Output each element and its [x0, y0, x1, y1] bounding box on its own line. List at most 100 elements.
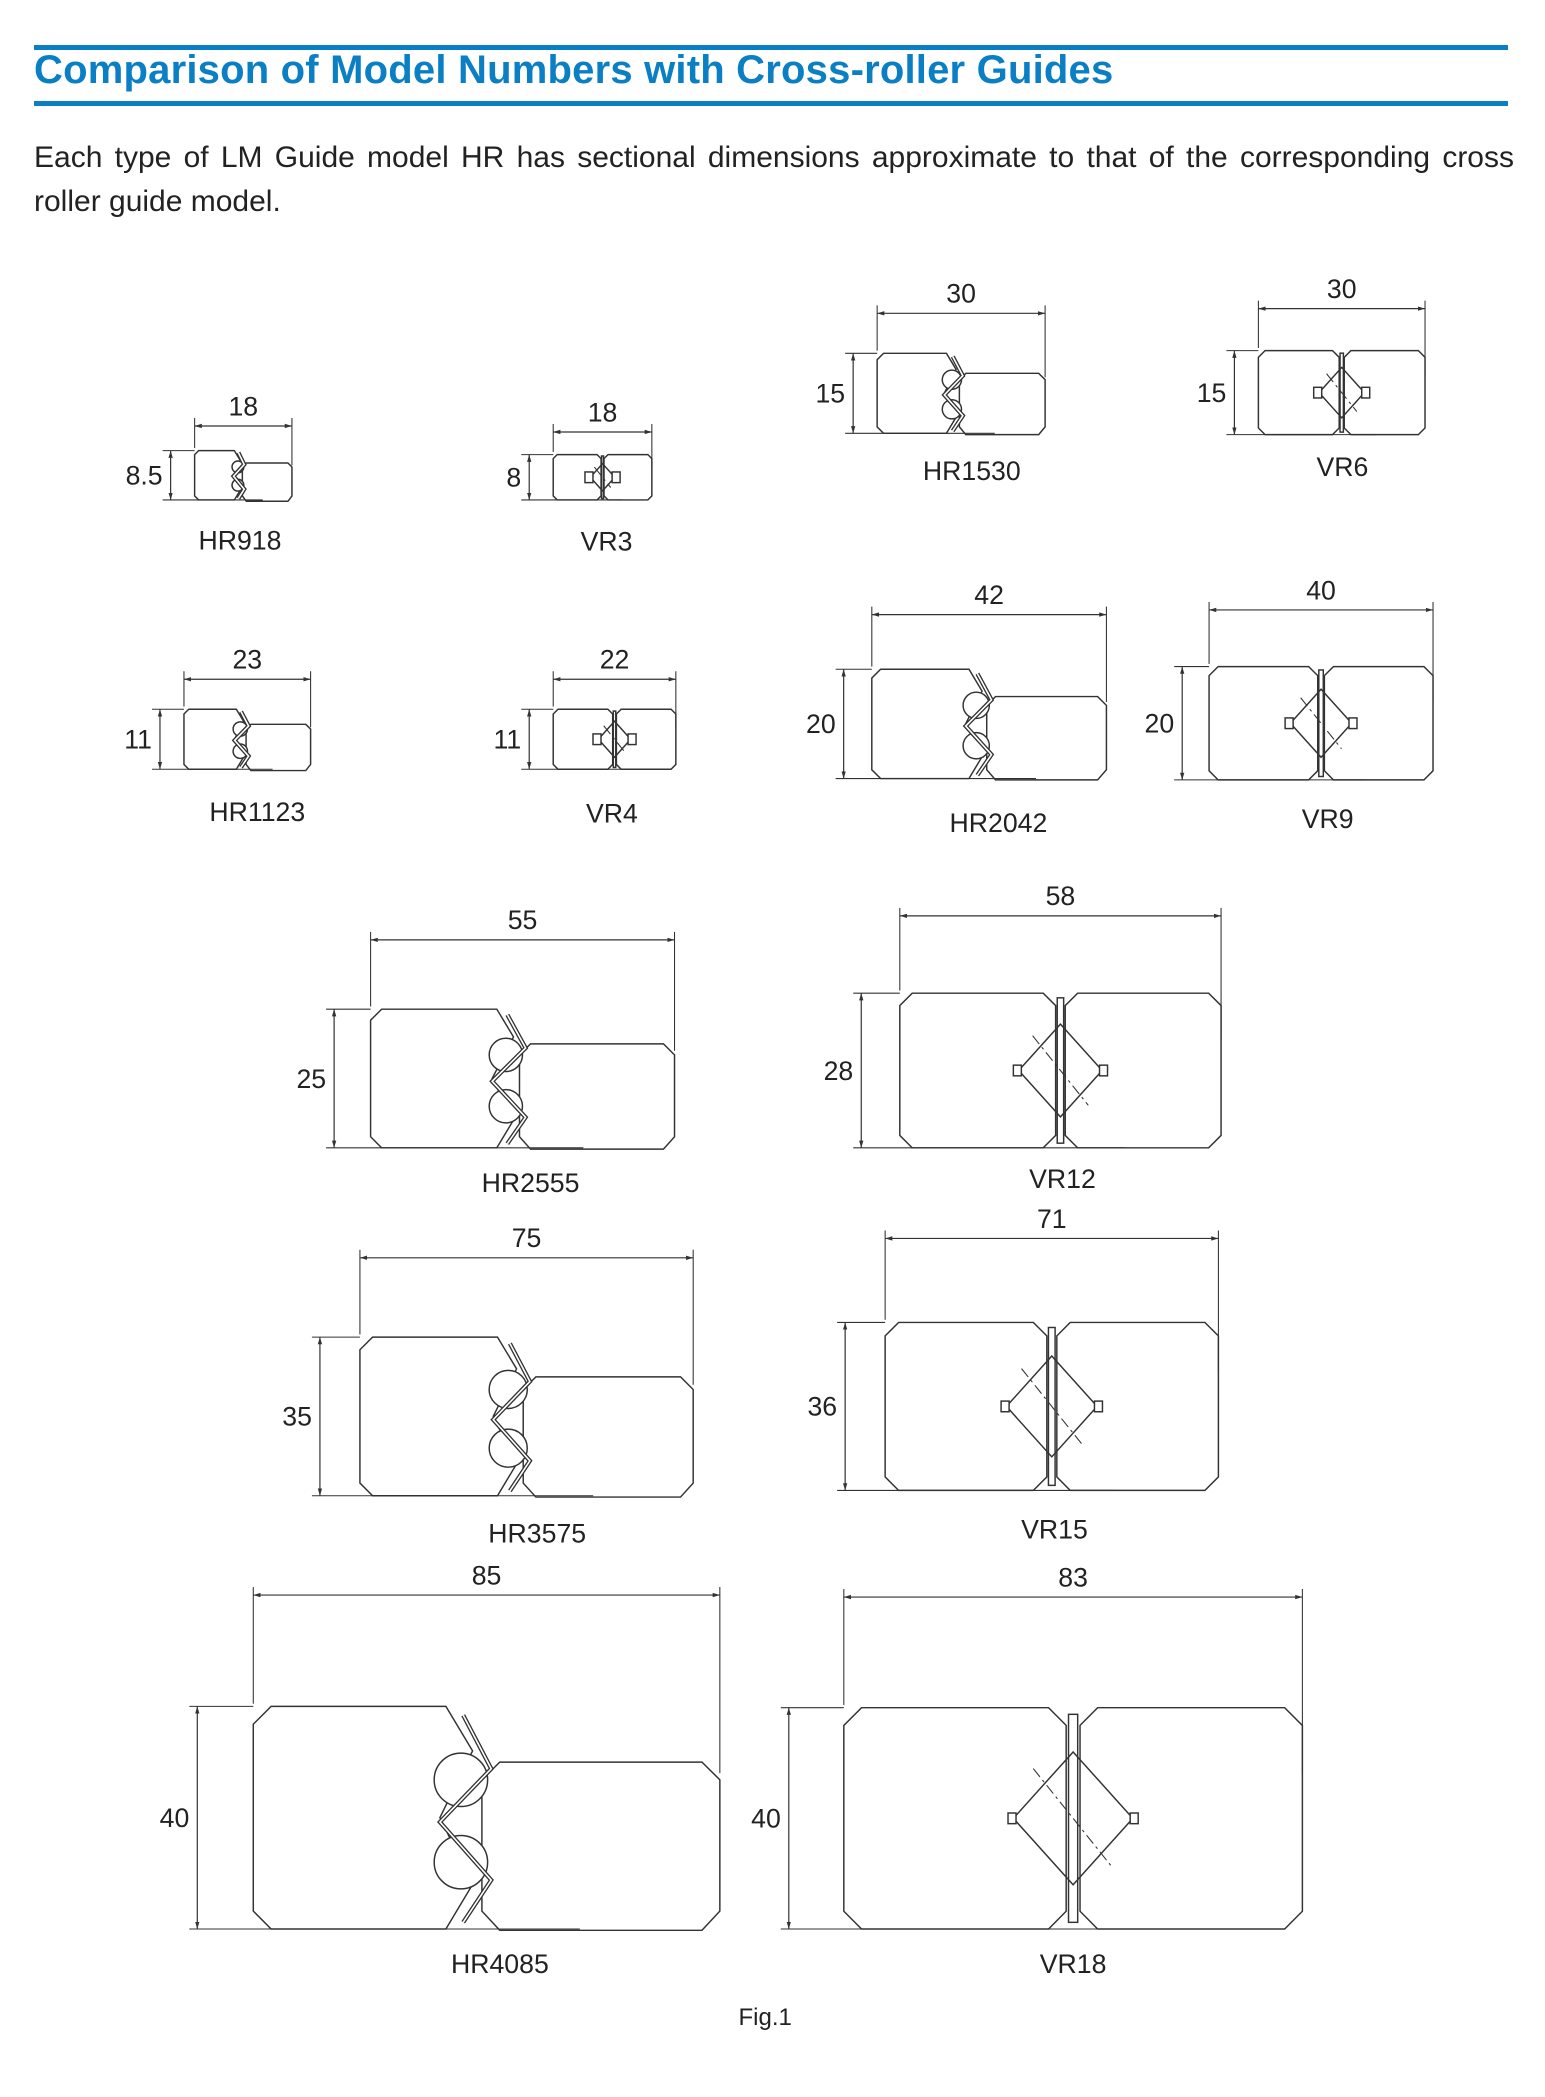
retainer-plate-inner [492, 1343, 531, 1492]
cage-end [1360, 386, 1371, 399]
cage-end [584, 471, 594, 484]
roller [488, 1037, 524, 1073]
block-right [1323, 665, 1434, 781]
model-label: VR4 [586, 799, 638, 829]
roller [488, 1369, 528, 1410]
roller-cage [1005, 1354, 1099, 1458]
height-dimension-label: 25 [296, 1064, 326, 1094]
height-dimension-label: 40 [160, 1803, 190, 1833]
cage-end [1012, 1064, 1023, 1077]
cage-end [611, 471, 621, 484]
roller-cage [1318, 366, 1366, 419]
height-dimension-label: 36 [807, 1392, 837, 1422]
roller-cage [1012, 1750, 1134, 1886]
rail-right [481, 1761, 721, 1932]
model-label: VR9 [1302, 804, 1354, 834]
width-dimension-label: 55 [508, 905, 538, 935]
block-right [615, 708, 677, 770]
block-left [899, 992, 1057, 1149]
height-dimension-label: 15 [815, 379, 845, 409]
model-label: VR12 [1029, 1164, 1096, 1194]
block-left [252, 1705, 474, 1930]
model-label: VR18 [1040, 1949, 1107, 1979]
height-dimension-label: 35 [282, 1402, 312, 1432]
width-dimension-label: 42 [974, 580, 1004, 610]
roller-cage [597, 720, 632, 759]
width-dimension-label: 75 [512, 1223, 542, 1253]
block-left [193, 449, 242, 501]
block-left [359, 1336, 518, 1497]
width-dimension-label: 83 [1058, 1562, 1088, 1592]
block-right [1064, 992, 1222, 1149]
center-plate [1318, 669, 1325, 778]
block-left [871, 668, 983, 780]
figure-caption: Fig.1 [739, 2004, 792, 2031]
cage-end [592, 733, 602, 746]
block-left [884, 1321, 1048, 1492]
height-dimension-label: 8.5 [126, 461, 163, 491]
intro-paragraph: Each type of LM Guide model HR has secti… [34, 141, 1514, 218]
title-rule-top [34, 45, 1508, 50]
width-dimension-label: 18 [228, 391, 258, 421]
page-title: Comparison of Model Numbers with Cross-r… [34, 48, 1114, 92]
block-left [876, 352, 957, 435]
cage-end [1098, 1064, 1109, 1077]
height-dimension-label: 15 [1197, 378, 1227, 408]
roller [962, 691, 991, 720]
cage-end [1007, 1812, 1017, 1825]
cage-end [1284, 717, 1294, 730]
roller-cage [1017, 1023, 1104, 1118]
retainer-plate-inner [943, 356, 964, 432]
height-dimension-label: 20 [806, 709, 836, 739]
height-dimension-label: 11 [124, 725, 152, 755]
center-plate [1067, 1713, 1079, 1924]
rail-right [518, 1043, 676, 1150]
height-dimension-label: 8 [506, 463, 521, 493]
block-right [1056, 1321, 1220, 1492]
width-dimension-label: 23 [232, 645, 262, 675]
model-label: HR2042 [950, 808, 1048, 838]
roller-cage [589, 462, 616, 492]
height-dimension-label: 40 [751, 1804, 781, 1834]
block-left [183, 708, 245, 770]
width-dimension-label: 71 [1037, 1204, 1067, 1234]
block-left [1257, 349, 1340, 436]
height-dimension-label: 11 [494, 725, 522, 755]
center-line [603, 725, 626, 754]
block-left [552, 708, 614, 770]
model-label: HR2555 [482, 1168, 580, 1198]
block-left [369, 1008, 515, 1149]
cage-end [1312, 386, 1323, 399]
model-label: HR918 [198, 525, 281, 555]
block-left [552, 453, 602, 501]
center-plate [600, 455, 605, 500]
cage-end [1129, 1812, 1139, 1825]
width-dimension-label: 18 [588, 397, 618, 427]
retainer-plate-inner [233, 711, 250, 768]
block-left [1208, 665, 1319, 781]
block-right [603, 453, 653, 501]
cage-end [1093, 1400, 1104, 1413]
model-label: HR3575 [488, 1518, 586, 1548]
model-label: HR4085 [451, 1949, 549, 1979]
rail-right [958, 372, 1046, 436]
rail-right [241, 462, 293, 503]
model-label: HR1530 [923, 456, 1021, 486]
cage-end [1348, 717, 1358, 730]
rail-right [985, 695, 1108, 781]
width-dimension-label: 30 [1327, 274, 1357, 304]
model-label: VR15 [1021, 1514, 1088, 1544]
height-dimension-label: 20 [1145, 709, 1175, 739]
center-line [1326, 373, 1358, 412]
center-line [1032, 1035, 1089, 1106]
